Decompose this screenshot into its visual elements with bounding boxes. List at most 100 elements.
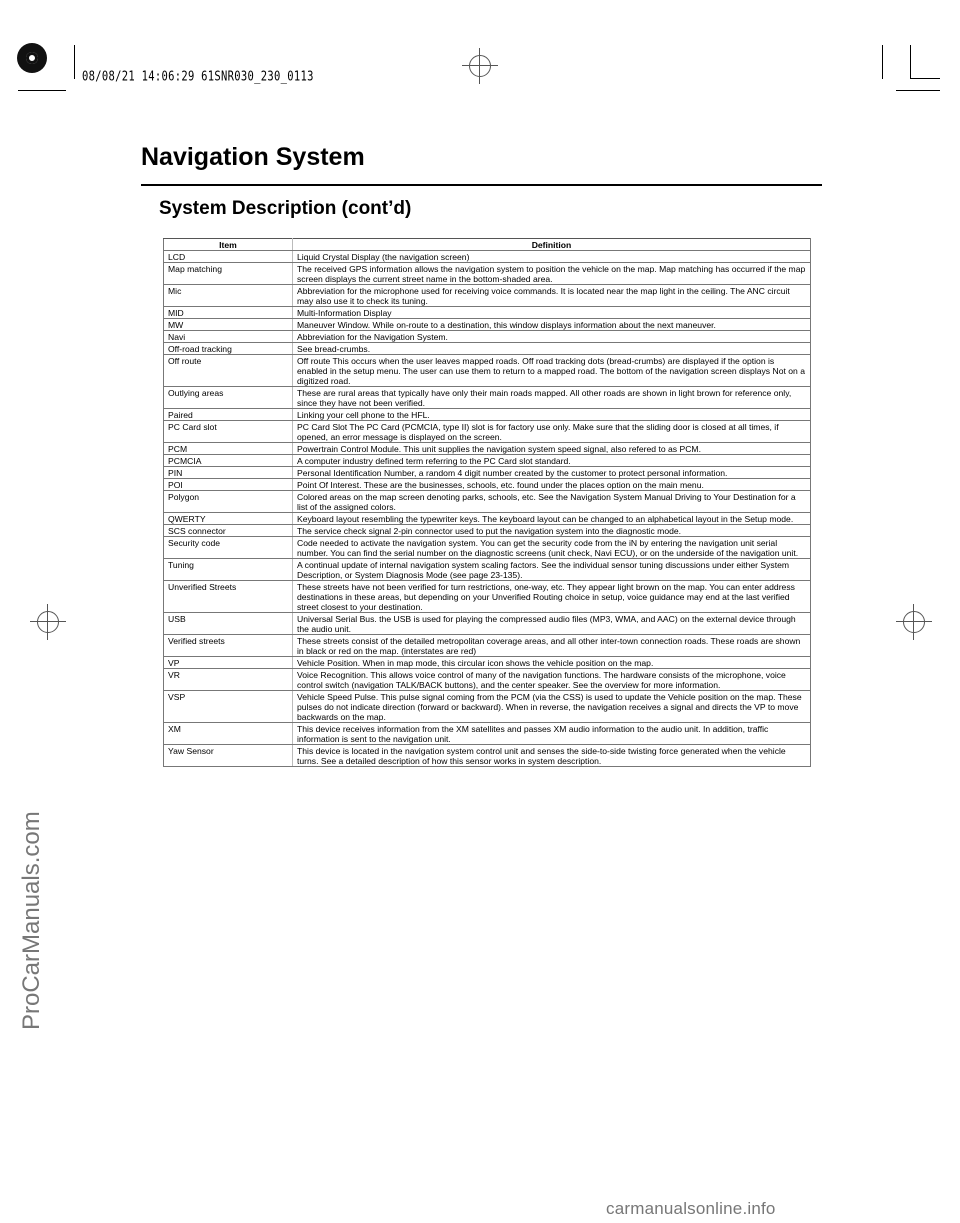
definition-cell: The received GPS information allows the … <box>292 262 811 285</box>
item-cell: MW <box>163 318 293 331</box>
item-cell: MID <box>163 306 293 319</box>
definition-cell: Vehicle Position. When in map mode, this… <box>292 656 811 669</box>
definition-cell: Abbreviation for the microphone used for… <box>292 284 811 307</box>
definition-cell: Abbreviation for the Navigation System. <box>292 330 811 343</box>
item-cell: Paired <box>163 408 293 421</box>
crop-mark <box>882 45 883 79</box>
definition-cell: Linking your cell phone to the HFL. <box>292 408 811 421</box>
item-cell: Mic <box>163 284 293 307</box>
item-cell: SCS connector <box>163 524 293 537</box>
item-cell: LCD <box>163 250 293 263</box>
item-cell: PCM <box>163 442 293 455</box>
item-cell: Verified streets <box>163 634 293 657</box>
definition-cell: A continual update of internal navigatio… <box>292 558 811 581</box>
definition-cell: This device is located in the navigation… <box>292 744 811 767</box>
registration-target-icon <box>17 43 47 73</box>
page-title: Navigation System <box>141 143 365 171</box>
item-cell: Unverified Streets <box>163 580 293 613</box>
item-cell: Off-road tracking <box>163 342 293 355</box>
column-header-item: Item <box>163 238 293 251</box>
footer-watermark: carmanualsonline.info <box>606 1199 776 1218</box>
item-cell: VR <box>163 668 293 691</box>
item-cell: Security code <box>163 536 293 559</box>
item-cell: PCMCIA <box>163 454 293 467</box>
item-cell: Navi <box>163 330 293 343</box>
item-cell: Map matching <box>163 262 293 285</box>
title-divider <box>141 184 822 186</box>
definition-cell: Code needed to activate the navigation s… <box>292 536 811 559</box>
definition-cell: This device receives information from th… <box>292 722 811 745</box>
item-cell: VSP <box>163 690 293 723</box>
crop-mark <box>896 90 940 91</box>
item-cell: Tuning <box>163 558 293 581</box>
crosshair-icon <box>30 604 66 640</box>
definition-cell: The service check signal 2-pin connector… <box>292 524 811 537</box>
item-cell: USB <box>163 612 293 635</box>
crop-mark <box>18 90 66 91</box>
crop-mark <box>910 78 940 79</box>
definition-cell: Vehicle Speed Pulse. This pulse signal c… <box>292 690 811 723</box>
section-subtitle: System Description (cont’d) <box>159 198 412 219</box>
definition-cell: Powertrain Control Module. This unit sup… <box>292 442 811 455</box>
crosshair-icon <box>896 604 932 640</box>
definition-cell: Multi-Information Display <box>292 306 811 319</box>
crop-mark <box>910 45 911 79</box>
crop-mark <box>74 45 75 79</box>
definition-cell: Colored areas on the map screen denoting… <box>292 490 811 513</box>
definition-cell: These streets have not been verified for… <box>292 580 811 613</box>
side-watermark: ProCarManuals.com <box>18 811 45 1030</box>
crosshair-icon <box>462 48 498 84</box>
definition-cell: Maneuver Window. While on-route to a des… <box>292 318 811 331</box>
item-cell: PC Card slot <box>163 420 293 443</box>
definition-cell: Voice Recognition. This allows voice con… <box>292 668 811 691</box>
item-cell: XM <box>163 722 293 745</box>
item-cell: Polygon <box>163 490 293 513</box>
definition-cell: Universal Serial Bus. the USB is used fo… <box>292 612 811 635</box>
item-cell: QWERTY <box>163 512 293 525</box>
item-cell: Outlying areas <box>163 386 293 409</box>
definition-cell: These streets consist of the detailed me… <box>292 634 811 657</box>
definition-cell: See bread-crumbs. <box>292 342 811 355</box>
item-cell: POI <box>163 478 293 491</box>
column-header-definition: Definition <box>292 238 811 251</box>
table-header-row: Item Definition <box>163 238 811 251</box>
definition-cell: Point Of Interest. These are the busines… <box>292 478 811 491</box>
item-cell: PIN <box>163 466 293 479</box>
definition-cell: Off route This occurs when the user leav… <box>292 354 811 387</box>
definition-cell: Personal Identification Number, a random… <box>292 466 811 479</box>
item-cell: VP <box>163 656 293 669</box>
print-stamp: 08/08/21 14:06:29 61SNR030_230_0113 <box>82 69 314 84</box>
definition-cell: Keyboard layout resembling the typewrite… <box>292 512 811 525</box>
definition-cell: A computer industry defined term referri… <box>292 454 811 467</box>
item-cell: Off route <box>163 354 293 387</box>
definition-cell: Liquid Crystal Display (the navigation s… <box>292 250 811 263</box>
item-cell: Yaw Sensor <box>163 744 293 767</box>
